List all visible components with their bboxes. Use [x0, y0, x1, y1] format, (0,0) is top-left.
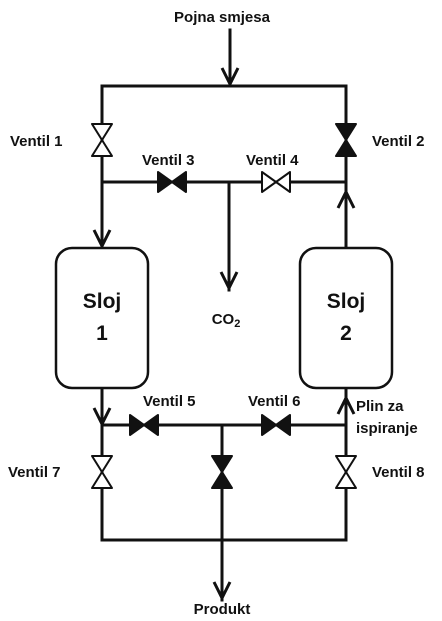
valve-8-icon — [335, 455, 357, 489]
valve-5-icon — [129, 414, 159, 436]
valve-5 — [129, 414, 159, 436]
valve-6-label: Ventil 6 — [248, 393, 301, 410]
pipe-network — [100, 28, 348, 602]
co2-label-subscript: 2 — [234, 318, 240, 330]
valve-7-icon — [91, 455, 113, 489]
co2-arrow-icon — [219, 271, 239, 292]
purge-label-line2: ispiranje — [356, 420, 418, 437]
bed-2-label-line1: Sloj — [327, 290, 366, 313]
valve-4-label: Ventil 4 — [246, 152, 299, 169]
valve-1-label: Ventil 1 — [10, 133, 63, 150]
valve-8 — [335, 455, 357, 489]
bed-1-label-line2: 1 — [96, 322, 108, 345]
down-arrow-icon — [92, 229, 112, 250]
valve-1-icon — [91, 123, 113, 157]
feed-label: Pojna smjesa — [174, 9, 271, 26]
bed-2-label-line2: 2 — [340, 322, 352, 345]
valve-3 — [157, 171, 187, 193]
valve-2-label: Ventil 2 — [372, 133, 425, 150]
valve-2-icon — [335, 123, 357, 157]
valve-4-icon — [261, 171, 291, 193]
bed-2-vessel — [298, 246, 394, 390]
valve-6-icon — [261, 414, 291, 436]
up-arrow-icon — [336, 188, 356, 209]
down-arrow-icon — [92, 407, 112, 428]
co2-label: CO2 — [212, 311, 241, 330]
bed-1-label-line1: Sloj — [83, 290, 122, 313]
bed-1-vessel — [54, 246, 150, 390]
product-label: Produkt — [194, 601, 251, 618]
valve-4 — [261, 171, 291, 193]
purge-label-line1: Plin za — [356, 398, 404, 415]
valve-1 — [91, 123, 113, 157]
valve-8-label: Ventil 8 — [372, 464, 425, 481]
valve-2 — [335, 123, 357, 157]
labels: Pojna smjesa Ventil 1 Ventil 2 Ventil 3 … — [8, 9, 425, 618]
valve-5-label: Ventil 5 — [143, 393, 196, 410]
purge-arrow-icon — [336, 394, 356, 415]
bed-2: Sloj 2 — [298, 246, 394, 390]
valve-7 — [91, 455, 113, 489]
valve-3-label: Ventil 3 — [142, 152, 195, 169]
product-valve — [211, 455, 233, 489]
product-arrow-icon — [212, 581, 232, 602]
product-valve-icon — [211, 455, 233, 489]
feed-arrow-icon — [220, 67, 240, 88]
bed-1: Sloj 1 — [54, 246, 150, 390]
valve-6 — [261, 414, 291, 436]
flow-arrows — [92, 67, 356, 602]
valve-7-label: Ventil 7 — [8, 464, 61, 481]
co2-label-main: CO — [212, 311, 235, 328]
valve-3-icon — [157, 171, 187, 193]
